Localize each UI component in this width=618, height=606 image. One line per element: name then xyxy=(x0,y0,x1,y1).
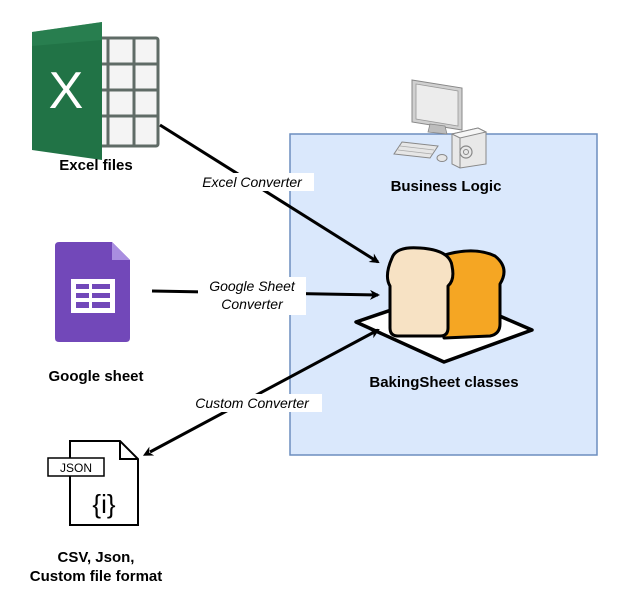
excel-converter-label: Excel Converter xyxy=(202,174,303,190)
custom-converter-label: Custom Converter xyxy=(195,395,310,411)
google-sheet-converter-label-line2: Converter xyxy=(221,296,284,312)
custom-file-label-line2: Custom file format xyxy=(30,568,163,585)
excel-converter-label-bg xyxy=(190,173,314,191)
google-sheet-converter-label-line1: Google Sheet xyxy=(209,278,296,294)
json-symbol-text: {i} xyxy=(92,489,115,519)
google-sheet-converter-label-bg xyxy=(198,277,306,315)
bakingsheet-classes-label: BakingSheet classes xyxy=(369,374,518,391)
excel-icon: X xyxy=(32,22,160,160)
google-sheet-label: Google sheet xyxy=(48,368,143,385)
business-logic-title: Business Logic xyxy=(391,178,502,195)
custom-converter-label-bg xyxy=(182,394,322,412)
computer-icon xyxy=(393,79,488,169)
custom-file-label-line1: CSV, Json, xyxy=(58,549,135,566)
excel-converter-arrow xyxy=(159,123,380,264)
excel-icon-letter: X xyxy=(49,62,84,120)
custom-converter-arrow xyxy=(142,328,380,456)
excel-files-label: Excel files xyxy=(59,157,132,174)
bread-icon xyxy=(354,246,534,364)
json-tag-text: JSON xyxy=(60,461,92,475)
json-file-icon: JSON {i} xyxy=(47,440,139,526)
google-sheets-icon xyxy=(55,242,130,342)
